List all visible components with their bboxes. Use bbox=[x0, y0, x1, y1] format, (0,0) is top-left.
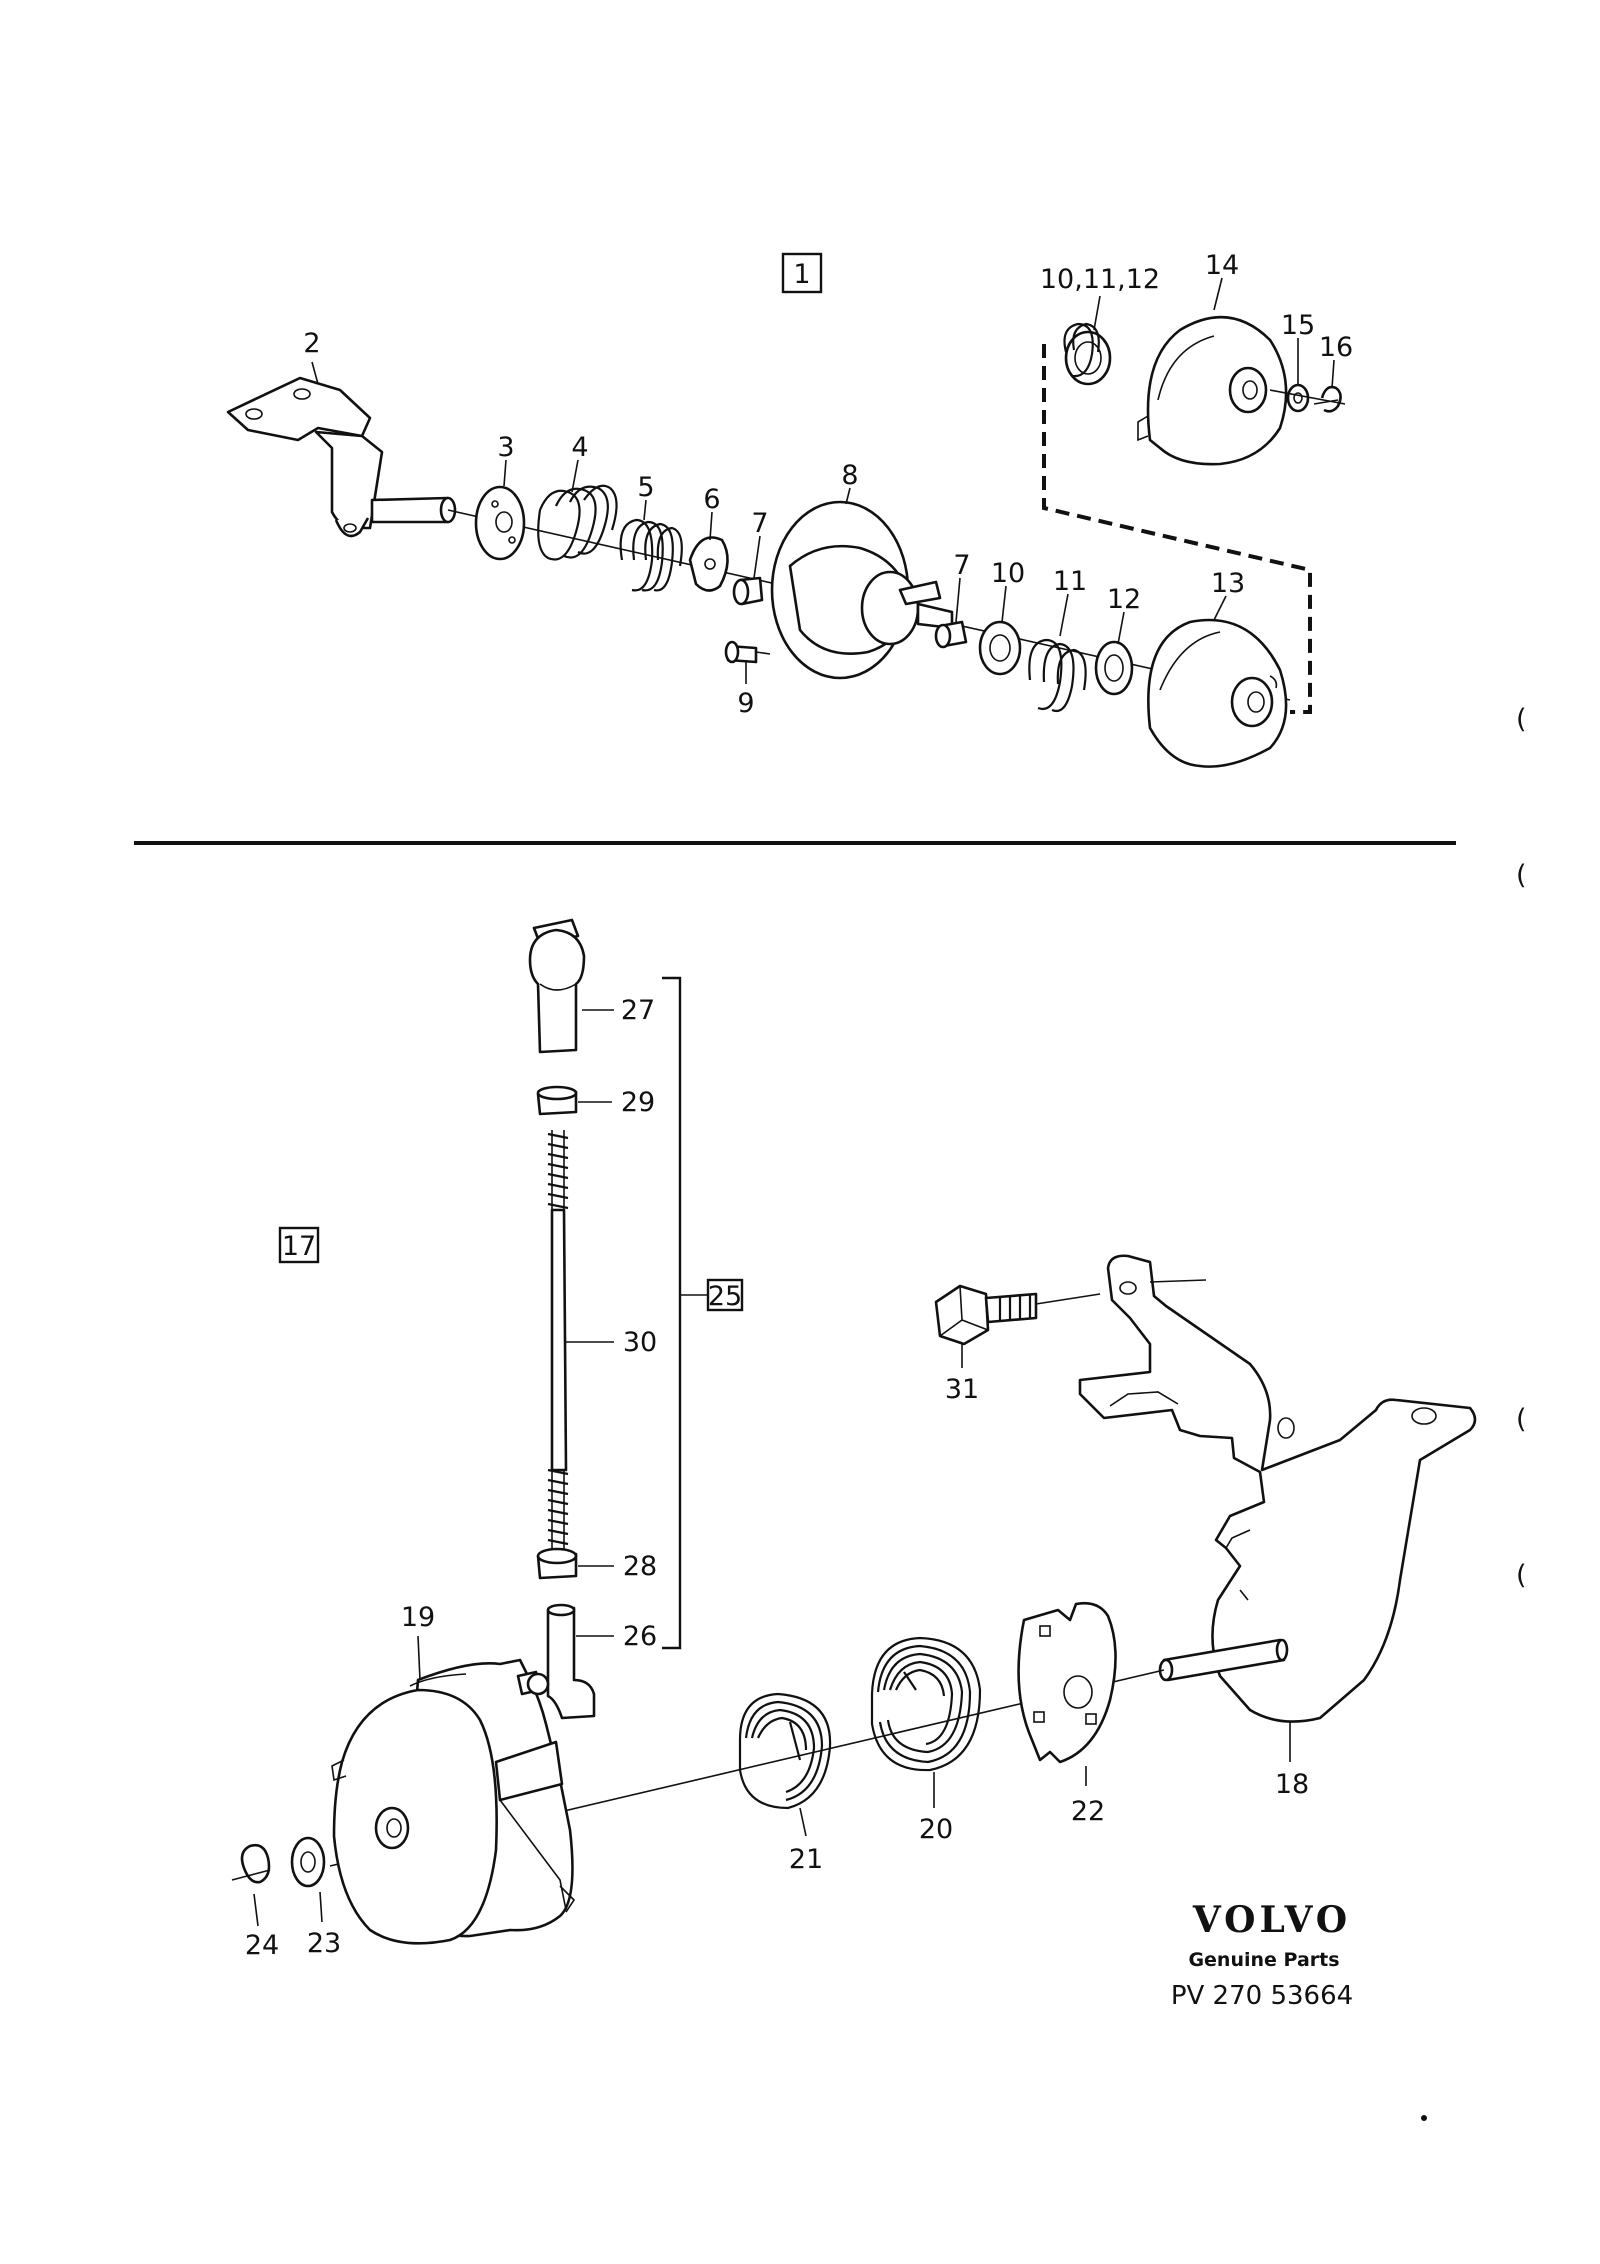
spring-part-5 bbox=[619, 518, 683, 592]
spring-part-21 bbox=[738, 1692, 832, 1810]
threaded-rod-part-30 bbox=[547, 1130, 569, 1550]
callout-10: 10 bbox=[991, 558, 1025, 589]
volvo-logo: VOLVO bbox=[1192, 1899, 1351, 1941]
callout-20: 20 bbox=[919, 1814, 953, 1845]
callout-14: 14 bbox=[1205, 250, 1239, 281]
callout-31: 31 bbox=[945, 1374, 979, 1405]
housing-part-8 bbox=[770, 500, 954, 680]
scan-dot bbox=[1421, 2115, 1427, 2121]
callout-18: 18 bbox=[1275, 1769, 1309, 1800]
callout-12: 12 bbox=[1107, 584, 1141, 615]
washer-part-10 bbox=[978, 620, 1022, 676]
brand-block: VOLVO Genuine Parts PV 270 53664 bbox=[1171, 1899, 1353, 2011]
ball-joint-part-26 bbox=[546, 1603, 596, 1720]
callout-24: 24 bbox=[245, 1930, 279, 1961]
group-box-17-label: 17 bbox=[282, 1231, 316, 1262]
housing-part-19 bbox=[331, 1658, 576, 1945]
bracket-part-18 bbox=[1078, 1254, 1477, 1723]
bushing-part-7a bbox=[732, 576, 764, 606]
callout-8: 8 bbox=[841, 460, 858, 491]
callout-21: 21 bbox=[789, 1844, 823, 1875]
group-box-1-label: 1 bbox=[793, 259, 810, 290]
nut-part-29 bbox=[536, 1085, 578, 1116]
ball-joint-part-27 bbox=[528, 918, 586, 1054]
brand-tagline: Genuine Parts bbox=[1188, 1949, 1339, 1971]
callout-9: 9 bbox=[737, 688, 754, 719]
spring-part-4 bbox=[537, 484, 618, 561]
group-box-1 bbox=[781, 252, 823, 294]
callout-5: 5 bbox=[637, 472, 654, 503]
margin-mark-2: ( bbox=[1516, 860, 1527, 891]
callout-7a: 7 bbox=[751, 508, 768, 539]
lower-assembly: 17 25 27 bbox=[231, 918, 1477, 1961]
spring-part-11 bbox=[1028, 638, 1087, 713]
callout-28: 28 bbox=[623, 1551, 657, 1582]
plate-part-6 bbox=[688, 536, 729, 592]
callout-30: 30 bbox=[623, 1327, 657, 1358]
callout-15: 15 bbox=[1281, 310, 1315, 341]
callout-3: 3 bbox=[497, 432, 514, 463]
shaft-upper bbox=[370, 496, 457, 524]
callout-2: 2 bbox=[303, 328, 320, 359]
inset-clip-16 bbox=[1313, 385, 1342, 413]
callout-16: 16 bbox=[1319, 332, 1353, 363]
group-box-17 bbox=[278, 1226, 320, 1264]
washer-part-23 bbox=[290, 1836, 326, 1888]
callout-29: 29 bbox=[621, 1087, 655, 1118]
inset-washer-15 bbox=[1286, 383, 1310, 413]
callout-23: 23 bbox=[307, 1928, 341, 1959]
margin-mark-3: ( bbox=[1516, 1404, 1527, 1435]
callout-10-11-12: 10,11,12 bbox=[1040, 264, 1160, 295]
plate-part-3 bbox=[474, 485, 526, 561]
callout-26: 26 bbox=[623, 1621, 657, 1652]
nut-part-28 bbox=[536, 1547, 578, 1580]
reference-code: PV 270 53664 bbox=[1171, 1981, 1353, 2011]
bracket-25 bbox=[662, 976, 682, 1650]
group-box-25-label: 25 bbox=[708, 1281, 742, 1312]
margin-mark-4: ( bbox=[1516, 1560, 1527, 1591]
callout-13: 13 bbox=[1211, 568, 1245, 599]
bracket-part-2 bbox=[226, 376, 384, 538]
callout-22: 22 bbox=[1071, 1796, 1105, 1827]
spring-part-20 bbox=[870, 1636, 982, 1772]
housing-part-13 bbox=[1147, 618, 1288, 768]
margin-mark-1: ( bbox=[1516, 704, 1527, 735]
pin-shaft bbox=[1158, 1638, 1289, 1682]
bolt-part-31 bbox=[934, 1284, 1038, 1346]
upper-assembly: 1 bbox=[226, 250, 1353, 768]
callout-19: 19 bbox=[401, 1602, 435, 1633]
callout-27: 27 bbox=[621, 995, 655, 1026]
inset-housing-14 bbox=[1137, 315, 1288, 466]
callout-6: 6 bbox=[703, 484, 720, 515]
plate-part-22 bbox=[1017, 1601, 1117, 1764]
callout-11: 11 bbox=[1053, 566, 1087, 597]
inset-spring-10-11-12 bbox=[1063, 322, 1112, 386]
screw-part-9 bbox=[724, 640, 771, 664]
callout-7b: 7 bbox=[953, 550, 970, 581]
clip-part-24 bbox=[231, 1843, 271, 1884]
dashed-link bbox=[1042, 344, 1312, 714]
bushing-part-7b bbox=[934, 620, 968, 649]
callout-4: 4 bbox=[571, 432, 588, 463]
washer-part-12 bbox=[1094, 640, 1134, 696]
